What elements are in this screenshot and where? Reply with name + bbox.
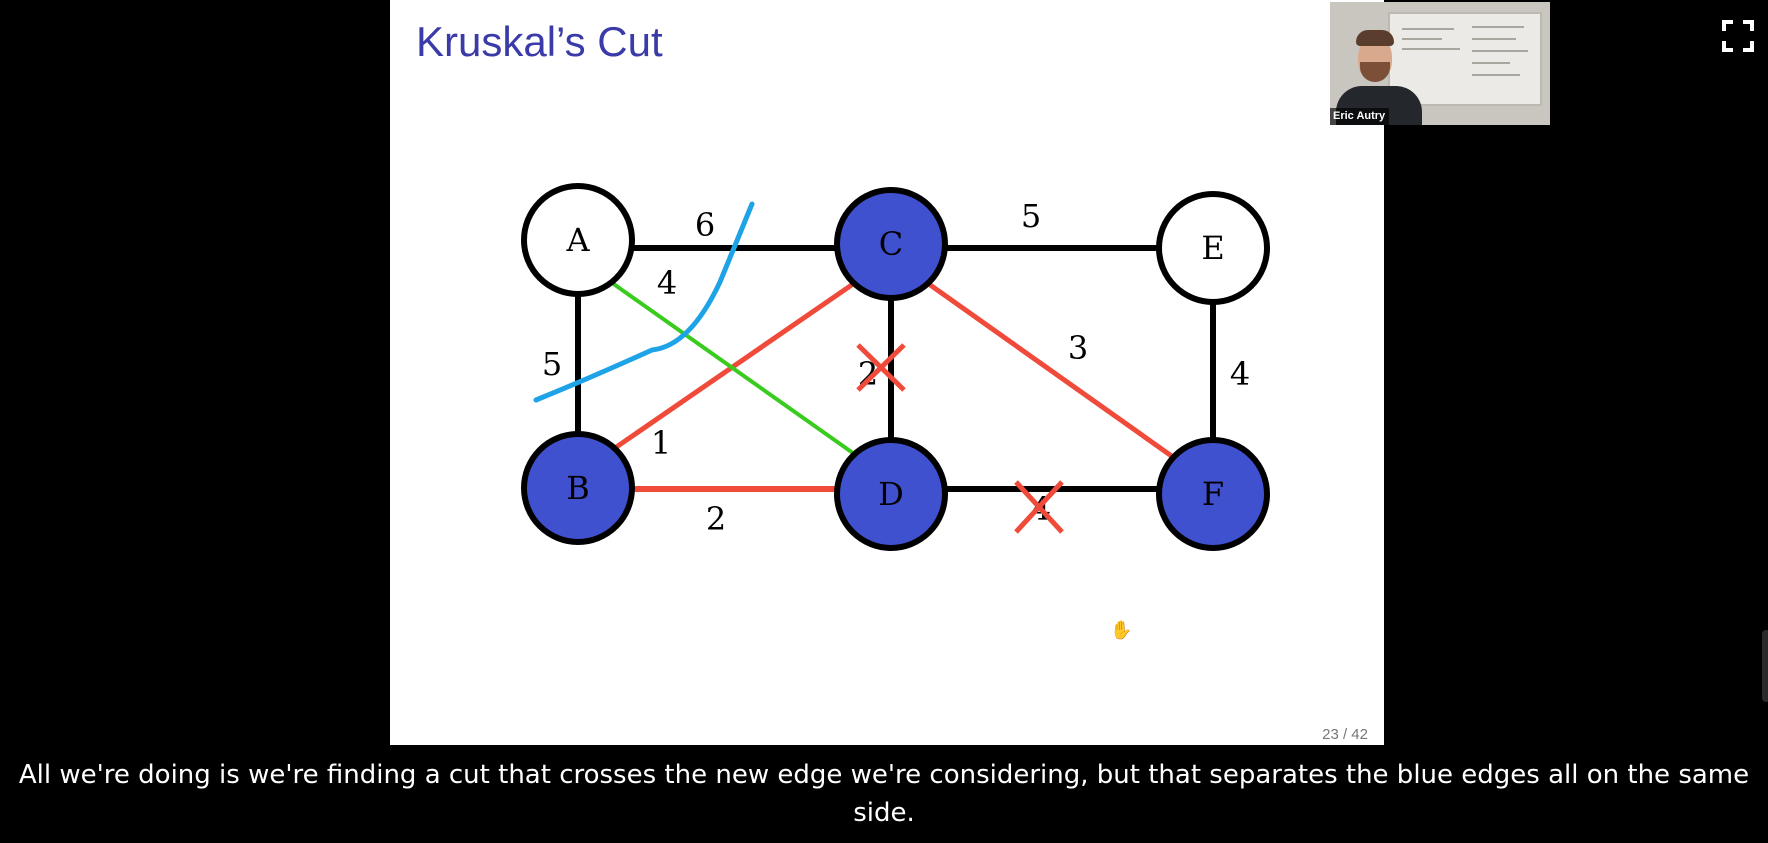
weight-a-b: 5 xyxy=(542,345,562,383)
caption-text: All we're doing is we're finding a cut t… xyxy=(18,760,1750,828)
node-d xyxy=(834,437,948,551)
crossed-mark-d-f xyxy=(1014,480,1064,534)
fullscreen-button[interactable] xyxy=(1722,20,1754,52)
node-c xyxy=(834,187,948,301)
node-label-b: B xyxy=(566,469,590,507)
node-label-e: E xyxy=(1201,229,1224,267)
edge-c-f xyxy=(924,279,1182,465)
presenter-beard xyxy=(1360,62,1390,82)
cut-line xyxy=(533,201,755,403)
fullscreen-icon xyxy=(1722,20,1754,52)
weight-c-f: 3 xyxy=(1068,329,1088,367)
side-tab[interactable] xyxy=(1762,630,1768,702)
page-number: 23 / 42 xyxy=(1322,726,1368,743)
slide: Kruskal’s Cut A C E B D F xyxy=(390,0,1384,745)
node-label-c: C xyxy=(879,225,903,263)
crossed-mark-c-d xyxy=(856,343,906,392)
webcam-name-label: Eric Autry xyxy=(1330,108,1390,125)
weight-e-f: 4 xyxy=(1230,355,1250,393)
weight-a-d: 4 xyxy=(657,264,677,302)
node-label-d: D xyxy=(878,475,904,513)
hand-icon: ✋ xyxy=(1110,620,1133,641)
node-b xyxy=(521,431,635,545)
edge-a-d xyxy=(606,278,862,460)
graph-diagram: A C E B D F 6 5 5 4 1 2 3 4 2 4 xyxy=(521,183,1270,551)
weight-b-c: 1 xyxy=(651,424,671,462)
weight-b-d: 2 xyxy=(706,500,726,538)
node-a xyxy=(521,183,635,297)
node-label-f: F xyxy=(1202,475,1224,513)
slide-title: Kruskal’s Cut xyxy=(416,18,663,65)
node-f xyxy=(1156,437,1270,551)
weight-c-e: 5 xyxy=(1021,197,1041,235)
presenter-hair xyxy=(1356,30,1394,46)
whiteboard xyxy=(1388,12,1542,106)
webcam-thumbnail[interactable]: Eric Autry xyxy=(1330,2,1550,125)
weight-a-c: 6 xyxy=(695,206,715,244)
edge-b-c xyxy=(610,279,858,453)
node-label-a: A xyxy=(565,221,590,259)
node-e xyxy=(1156,191,1270,305)
